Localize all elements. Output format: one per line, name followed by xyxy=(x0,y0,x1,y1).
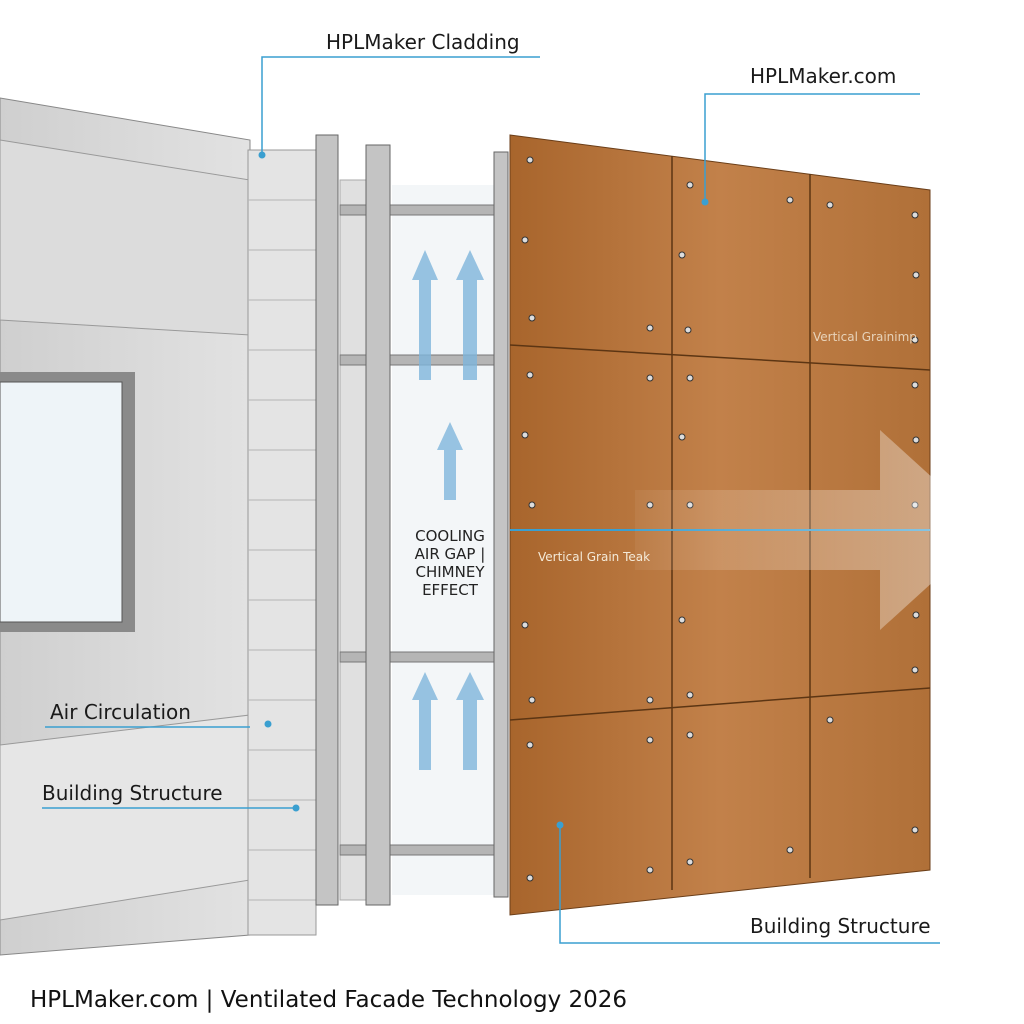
air-flow-arrows xyxy=(412,250,484,770)
direction-arrow xyxy=(635,430,990,630)
label-site: HPLMaker.com xyxy=(750,64,897,88)
label-building-structure-right: Building Structure xyxy=(750,914,931,938)
label-cladding: HPLMaker Cladding xyxy=(326,30,520,54)
label-air-gap: COOLING AIR GAP | CHIMNEY EFFECT xyxy=(414,527,486,599)
building-wall xyxy=(0,97,251,956)
label-air-circulation: Air Circulation xyxy=(50,700,191,724)
label-building-structure-left: Building Structure xyxy=(42,781,223,805)
footer-caption: HPLMaker.com | Ventilated Facade Technol… xyxy=(30,987,628,1013)
leader-lines xyxy=(42,56,940,944)
vertical-rails xyxy=(315,134,509,906)
panel-label: Vertical Grain Teak xyxy=(538,550,651,564)
air-gap xyxy=(392,185,500,895)
panel-label-top: Vertical Grainimp xyxy=(813,330,917,344)
wood-cladding xyxy=(509,134,990,916)
